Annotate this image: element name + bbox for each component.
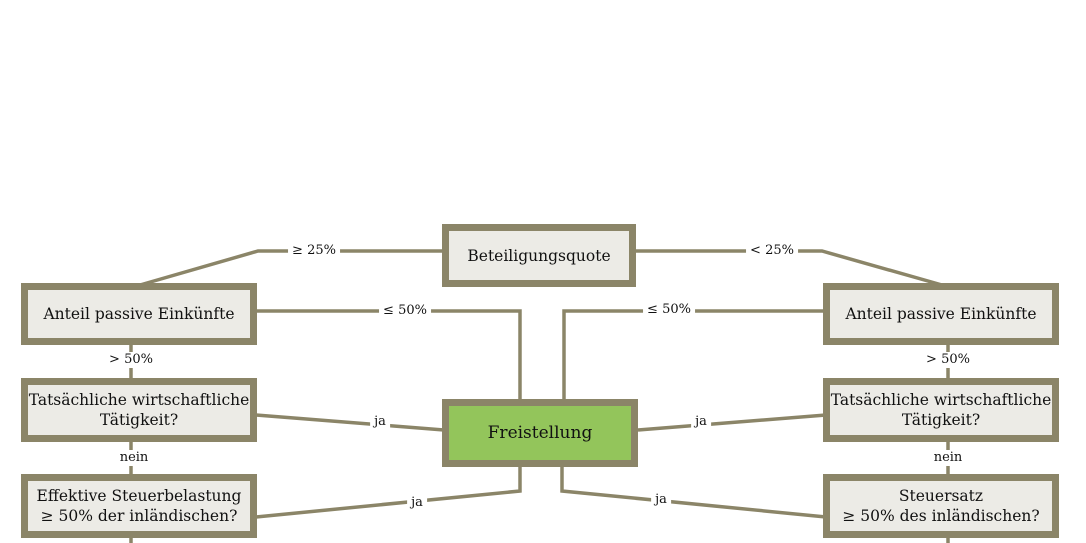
node-freistellung-label: Freistellung <box>487 423 593 443</box>
node-right-steuersatz: Steuersatz ≥ 50% des inländischen? <box>823 474 1059 538</box>
node-right-taetigkeit: Tatsächliche wirtschaftliche Tätigkeit? <box>823 378 1059 442</box>
node-freistellung: Freistellung <box>442 399 638 467</box>
node-right-taetigkeit-label: Tatsächliche wirtschaftliche Tätigkeit? <box>830 391 1052 429</box>
node-right-passive-einkuenfte: Anteil passive Einkünfte <box>823 283 1059 345</box>
edge-label-le50-left: ≤ 50% <box>379 303 431 319</box>
node-left-passive-einkuenfte: Anteil passive Einkünfte <box>21 283 257 345</box>
edge-label-ja-right-steuer: ja <box>651 492 671 508</box>
node-right-passive-label: Anteil passive Einkünfte <box>845 305 1037 323</box>
edge-le50-left <box>256 309 522 402</box>
edge-label-nein-right: nein <box>929 450 967 466</box>
edge-label-gt50-left: > 50% <box>105 352 157 368</box>
edge-label-ja-left-taet: ja <box>370 414 390 430</box>
edge-label-ja-left-steuer: ja <box>407 495 427 511</box>
node-left-taetigkeit: Tatsächliche wirtschaftliche Tätigkeit? <box>21 378 257 442</box>
node-left-steuerbelastung: Effektive Steuerbelastung ≥ 50% der inlä… <box>21 474 257 538</box>
edge-lt25 <box>636 249 943 287</box>
edge-label-le50-right: ≤ 50% <box>643 302 695 318</box>
edge-label-lt25: < 25% <box>746 243 798 259</box>
edge-label-nein-left: nein <box>115 450 153 466</box>
edge-le50-right <box>562 309 826 402</box>
edge-label-gt50-right: > 50% <box>922 352 974 368</box>
node-left-passive-label: Anteil passive Einkünfte <box>43 305 235 323</box>
edge-label-ge25: ≥ 25% <box>288 243 340 259</box>
edge-ja-left-steuer <box>255 465 522 519</box>
node-beteiligungsquote-label: Beteiligungsquote <box>467 246 611 265</box>
node-left-taetigkeit-label: Tatsächliche wirtschaftliche Tätigkeit? <box>28 391 250 429</box>
node-right-steuer-label: Steuersatz ≥ 50% des inländischen? <box>842 487 1040 525</box>
edge-ja-right-taet <box>637 413 827 432</box>
edge-ge25 <box>139 249 442 287</box>
node-left-steuer-label: Effektive Steuerbelastung ≥ 50% der inlä… <box>36 487 242 525</box>
edge-ja-left-taet <box>255 413 445 432</box>
edge-ja-right-steuer <box>560 465 827 519</box>
edge-label-ja-right-taet: ja <box>691 414 711 430</box>
node-beteiligungsquote: Beteiligungsquote <box>442 224 636 287</box>
